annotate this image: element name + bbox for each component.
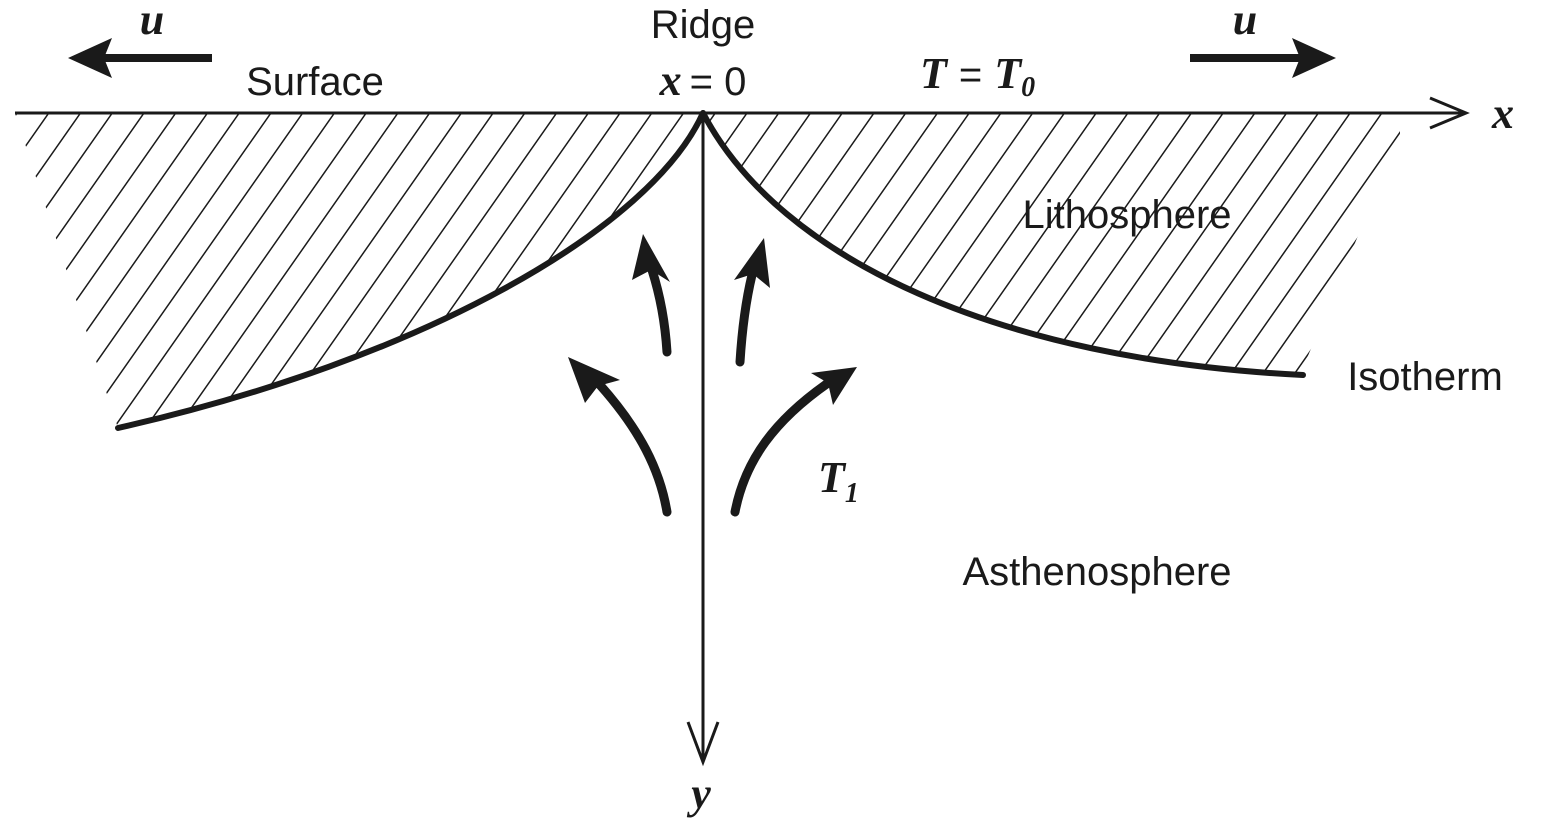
- velocity-arrow-right: [1190, 38, 1336, 78]
- upwelling-arrow-outer-left: [568, 357, 672, 517]
- x-axis-arrowhead: [1429, 96, 1470, 130]
- x-axis-label: x: [1491, 89, 1514, 138]
- isotherm-curve-right: [700, 110, 1306, 378]
- lithosphere-right-hatch: [703, 113, 1400, 375]
- upwelling-arrow-inner-left: [632, 234, 672, 357]
- lithosphere-label: Lithosphere: [1022, 193, 1231, 237]
- ridge-label: Ridge: [651, 3, 756, 47]
- velocity-label-left: u: [140, 0, 164, 44]
- upwelling-arrow-inner-right: [734, 238, 770, 367]
- velocity-label-right: u: [1233, 0, 1257, 44]
- mantle-temperature-label: T1: [818, 453, 859, 509]
- lithosphere-left-hatch: [15, 113, 703, 428]
- ridge-position-label: x= 0: [659, 56, 747, 105]
- isotherm-label: Isotherm: [1347, 355, 1503, 399]
- isotherm-curve-left: [115, 110, 706, 431]
- y-axis-label: y: [686, 769, 711, 818]
- velocity-arrow-left: [68, 38, 212, 78]
- asthenosphere-label: Asthenosphere: [962, 550, 1231, 594]
- surface-label: Surface: [246, 60, 384, 104]
- y-axis-arrowhead: [686, 721, 720, 767]
- surface-temperature-label: T=T0: [920, 49, 1035, 103]
- upwelling-arrow-outer-right: [730, 367, 857, 517]
